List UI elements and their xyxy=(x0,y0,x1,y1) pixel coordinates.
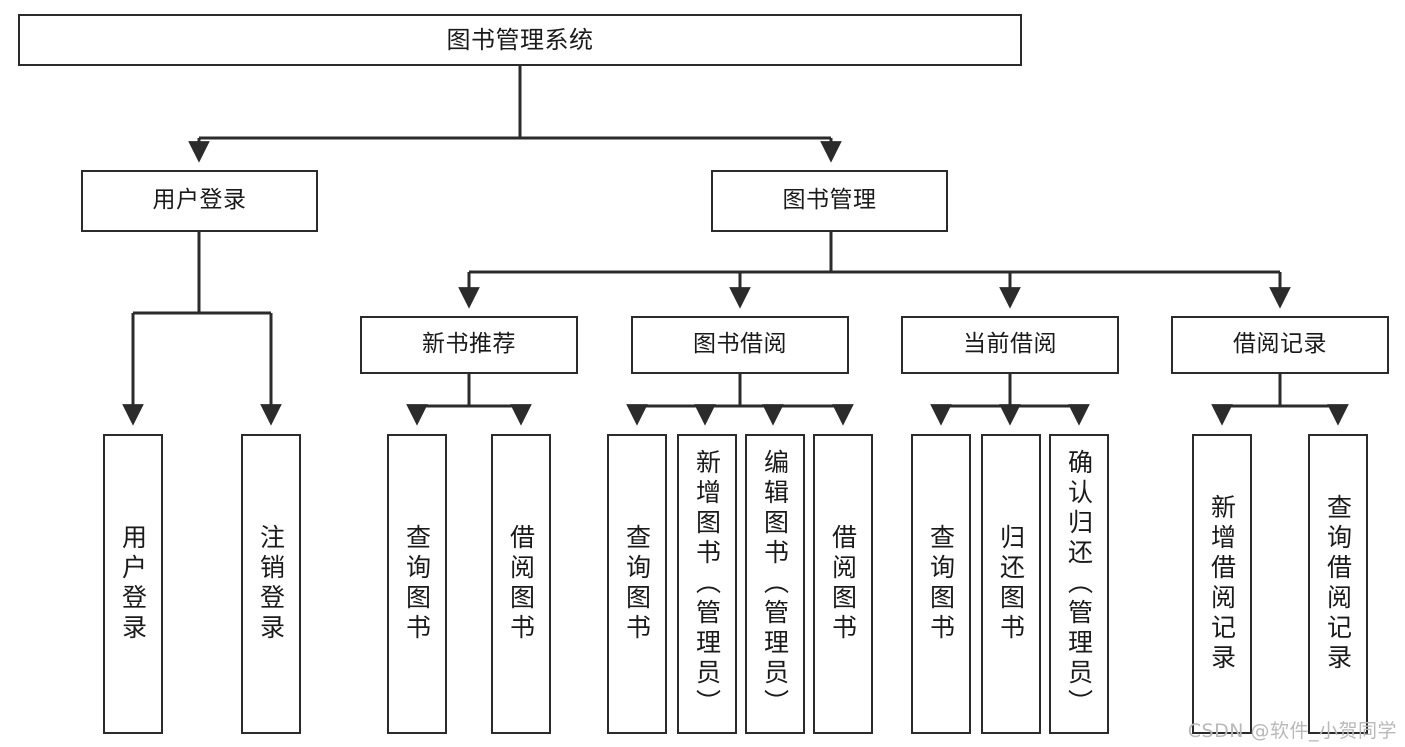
node-book-borrow[interactable]: 图书借阅 xyxy=(631,316,849,374)
node-label: 用户登录 xyxy=(152,187,247,214)
leaf-add-book-admin[interactable]: 新增图书（管理员） xyxy=(677,434,737,734)
leaf-logout[interactable]: 注销登录 xyxy=(241,434,301,734)
leaf-borrow-book[interactable]: 借阅图书 xyxy=(813,434,873,734)
leaf-query-book-recommend[interactable]: 查询图书 xyxy=(387,434,447,734)
leaf-user-login[interactable]: 用户登录 xyxy=(103,434,163,734)
node-label: 图书借阅 xyxy=(693,331,787,358)
node-label: 图书管理系统 xyxy=(446,25,594,54)
node-label: 借阅记录 xyxy=(1233,331,1327,358)
node-label: 查询图书 xyxy=(402,524,432,644)
node-label: 用户登录 xyxy=(118,524,148,644)
leaf-add-borrow-record[interactable]: 新增借阅记录 xyxy=(1192,434,1252,734)
leaf-query-book-current[interactable]: 查询图书 xyxy=(911,434,971,734)
node-label: 新增借阅记录 xyxy=(1207,494,1237,674)
node-label: 借阅图书 xyxy=(828,524,858,644)
leaf-query-book-borrow[interactable]: 查询图书 xyxy=(607,434,667,734)
csdn-watermark: CSDN @软件_小贺同学 xyxy=(1187,720,1397,742)
node-new-book-recommend[interactable]: 新书推荐 xyxy=(360,316,578,374)
node-user-login[interactable]: 用户登录 xyxy=(81,170,318,232)
node-label: 归还图书 xyxy=(996,524,1026,644)
node-borrow-record[interactable]: 借阅记录 xyxy=(1171,316,1389,374)
leaf-return-book[interactable]: 归还图书 xyxy=(981,434,1041,734)
node-label: 新书推荐 xyxy=(422,331,516,358)
node-label: 确认归还（管理员） xyxy=(1064,449,1094,719)
leaf-borrow-book-recommend[interactable]: 借阅图书 xyxy=(491,434,551,734)
node-book-management-system[interactable]: 图书管理系统 xyxy=(18,14,1022,66)
node-label: 查询图书 xyxy=(622,524,652,644)
leaf-confirm-return-admin[interactable]: 确认归还（管理员） xyxy=(1049,434,1109,734)
node-label: 查询图书 xyxy=(926,524,956,644)
node-current-borrow[interactable]: 当前借阅 xyxy=(901,316,1119,374)
node-label: 借阅图书 xyxy=(506,524,536,644)
node-label: 编辑图书（管理员） xyxy=(760,449,790,719)
leaf-edit-book-admin[interactable]: 编辑图书（管理员） xyxy=(745,434,805,734)
node-book-management[interactable]: 图书管理 xyxy=(711,170,948,232)
leaf-query-borrow-record[interactable]: 查询借阅记录 xyxy=(1308,434,1368,734)
node-label: 新增图书（管理员） xyxy=(692,449,722,719)
node-label: 图书管理 xyxy=(782,187,877,214)
node-label: 当前借阅 xyxy=(963,331,1057,358)
node-label: 查询借阅记录 xyxy=(1323,494,1353,674)
node-label: 注销登录 xyxy=(256,524,286,644)
